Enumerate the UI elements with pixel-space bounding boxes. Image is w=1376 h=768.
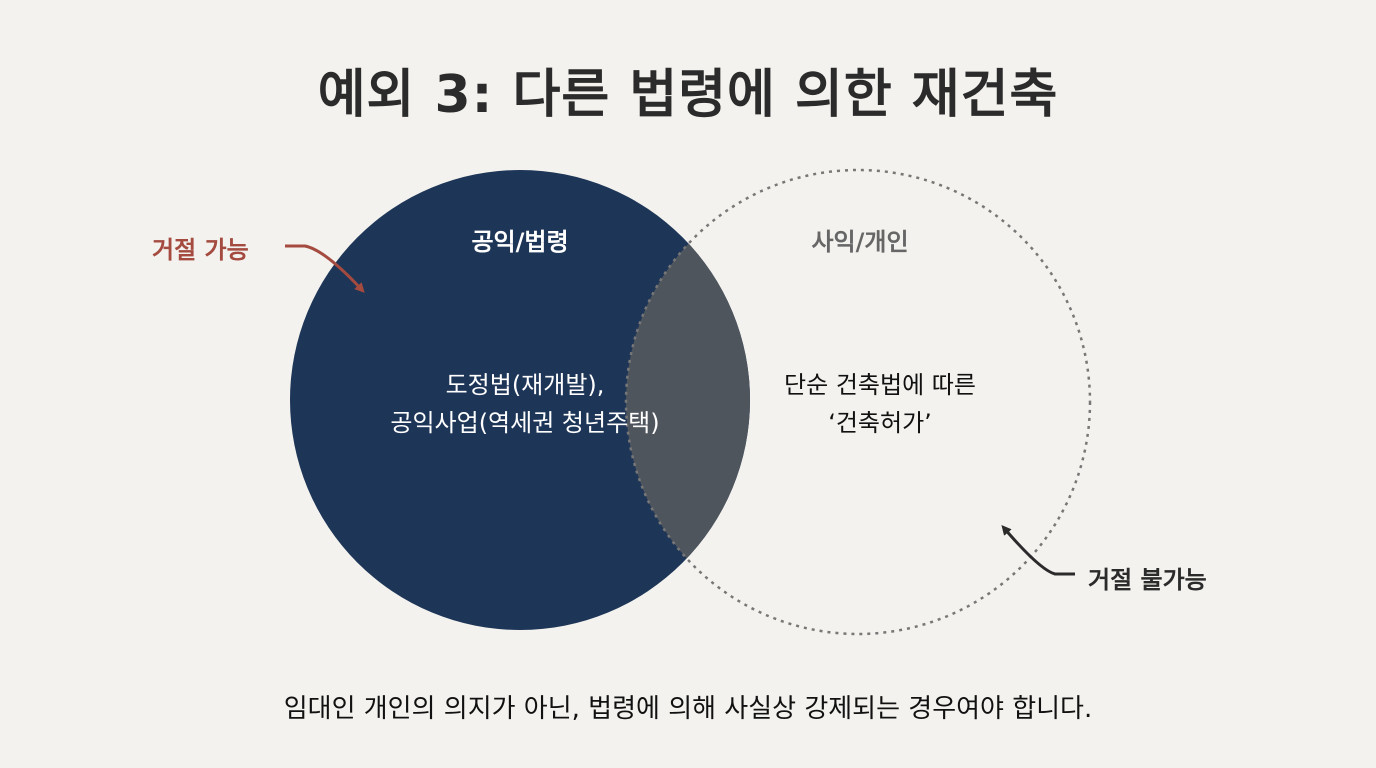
left-circle-content: 도정법(재개발), 공익사업(역세권 청년주택) [330,366,720,442]
left-circle [290,170,750,630]
right-circle-label: 사익/개인 [811,228,909,256]
right-circle-content: 단순 건축법에 따른 ‘건축허가’ [740,366,1020,442]
reject-possible-label: 거절 가능 [152,236,249,264]
right-content-line: ‘건축허가’ [828,409,932,437]
left-content-line: 도정법(재개발), [445,371,605,399]
page-title: 예외 3: 다른 법령에 의한 재건축 [317,65,1059,125]
left-circle-label: 공익/법령 [471,228,569,256]
right-content-line: 단순 건축법에 따른 [784,371,976,399]
caption: 임대인 개인의 의지가 아닌, 법령에 의해 사실상 강제되는 경우여야 합니다… [283,694,1093,724]
reject-impossible-label: 거절 불가능 [1088,566,1207,594]
reject-impossible-arrow [1001,524,1075,576]
reject-possible-arrow [285,244,365,293]
left-content-line: 공익사업(역세권 청년주택) [390,409,660,437]
right-circle [624,168,1092,636]
